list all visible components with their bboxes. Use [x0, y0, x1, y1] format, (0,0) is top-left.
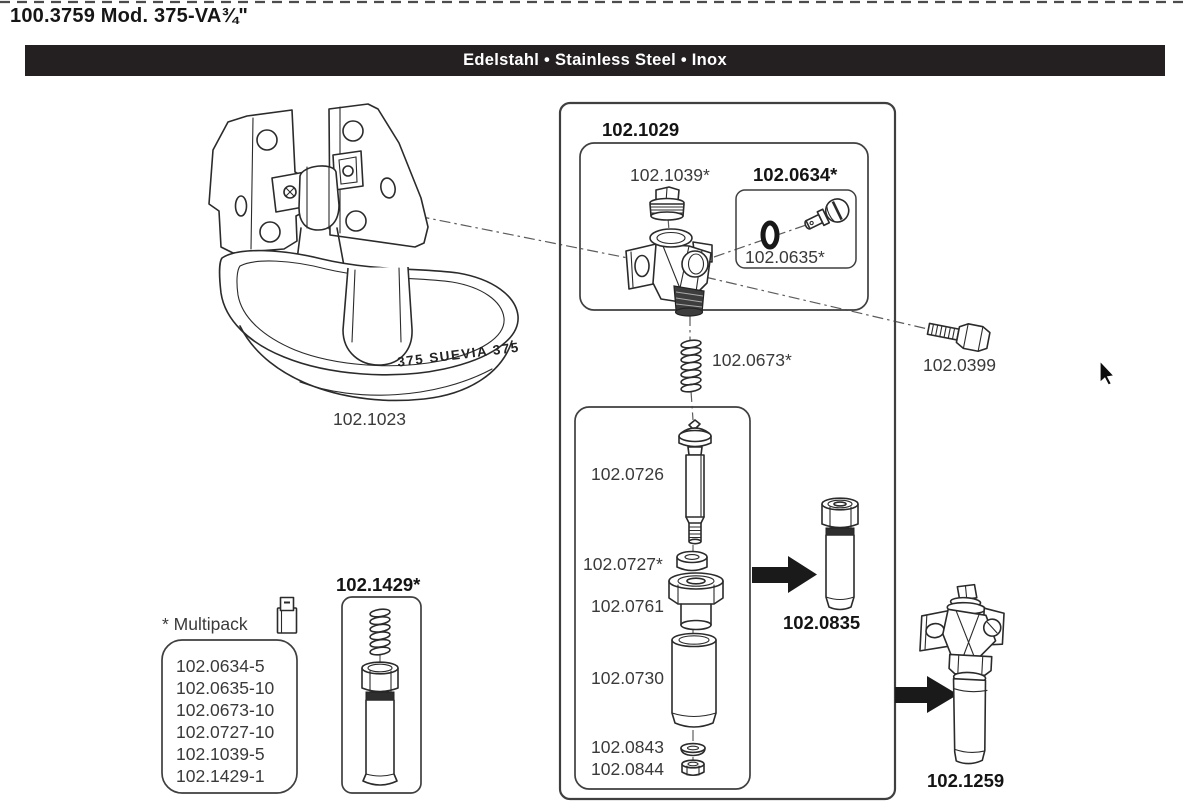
- arrow-to-assembly: [895, 676, 958, 713]
- mouse-cursor: [1099, 359, 1116, 387]
- valve-body-drawing: [625, 228, 713, 317]
- drinking-bowl-drawing: 375 SUEVIA 375: [208, 103, 521, 402]
- multipack-item: 102.1429-1: [176, 766, 265, 786]
- washer-drawing: [680, 742, 706, 757]
- leader-line-valve-to-screw: [713, 224, 807, 258]
- multipack-list: 102.0634-5 102.0635-10 102.0673-10 102.0…: [176, 656, 275, 786]
- screw-set-box: [735, 189, 857, 269]
- spring-drawing: [680, 339, 702, 393]
- guide-label: 102.0761: [591, 596, 664, 616]
- o-ring-label: 102.0635*: [745, 247, 825, 267]
- bowl-label: 102.1023: [333, 409, 406, 429]
- spring-label: 102.0673*: [712, 350, 792, 370]
- tube-label: 102.0730: [591, 668, 664, 688]
- valve-stem-drawing: [678, 419, 712, 545]
- tube-drawing: [671, 632, 717, 728]
- washer-label: 102.0843: [591, 737, 664, 757]
- multipack-package-icon: [276, 596, 298, 634]
- arrow-to-cartridge: [752, 556, 817, 593]
- guide-drawing: [668, 572, 724, 631]
- page-title: 100.3759 Mod. 375-VA¾": [10, 5, 249, 27]
- screw-set-label: 102.0634*: [753, 164, 838, 185]
- bolt-drawing: [926, 322, 991, 353]
- valve-internals-box: [574, 406, 751, 790]
- leader-line-valve-to-bolt: [704, 276, 933, 331]
- leader-line-bowl-to-valve: [291, 190, 634, 260]
- spring-cartridge-set-box: [341, 596, 422, 794]
- multipack-item: 102.1039-5: [176, 744, 265, 764]
- plug-label: 102.1039*: [630, 165, 710, 185]
- seal-label: 102.0727*: [583, 554, 663, 574]
- multipack-item: 102.0727-10: [176, 722, 275, 742]
- material-banner: Edelstahl • Stainless Steel • Inox: [25, 45, 1165, 76]
- plug-drawing: [649, 186, 685, 221]
- multipack-item: 102.0635-10: [176, 678, 275, 698]
- valve-kit-label: 102.1029: [602, 119, 679, 140]
- nut-drawing: [681, 759, 705, 777]
- valve-stem-label: 102.0726: [591, 464, 664, 484]
- cartridge-label: 102.0835: [783, 612, 860, 633]
- bolt-label: 102.0399: [923, 355, 996, 375]
- multipack-heading: * Multipack: [162, 614, 248, 634]
- o-ring-drawing: [760, 220, 780, 250]
- valve-kit-box: [558, 101, 897, 801]
- banner-text: Edelstahl • Stainless Steel • Inox: [463, 51, 727, 69]
- screw-drawing: [804, 198, 850, 230]
- multipack-box: [161, 639, 298, 794]
- nut-label: 102.0844: [591, 759, 664, 779]
- multipack-item: 102.0673-10: [176, 700, 275, 720]
- spring-cartridge-set-drawing: [361, 608, 399, 786]
- valve-assembly-drawing: [919, 583, 1005, 765]
- multipack-item: 102.0634-5: [176, 656, 265, 676]
- seal-drawing: [676, 550, 708, 572]
- cartridge-drawing: [821, 497, 859, 611]
- valve-body-group-box: [579, 142, 869, 311]
- valve-assembly-label: 102.1259: [927, 770, 1004, 791]
- spring-cartridge-set-label: 102.1429*: [336, 574, 421, 595]
